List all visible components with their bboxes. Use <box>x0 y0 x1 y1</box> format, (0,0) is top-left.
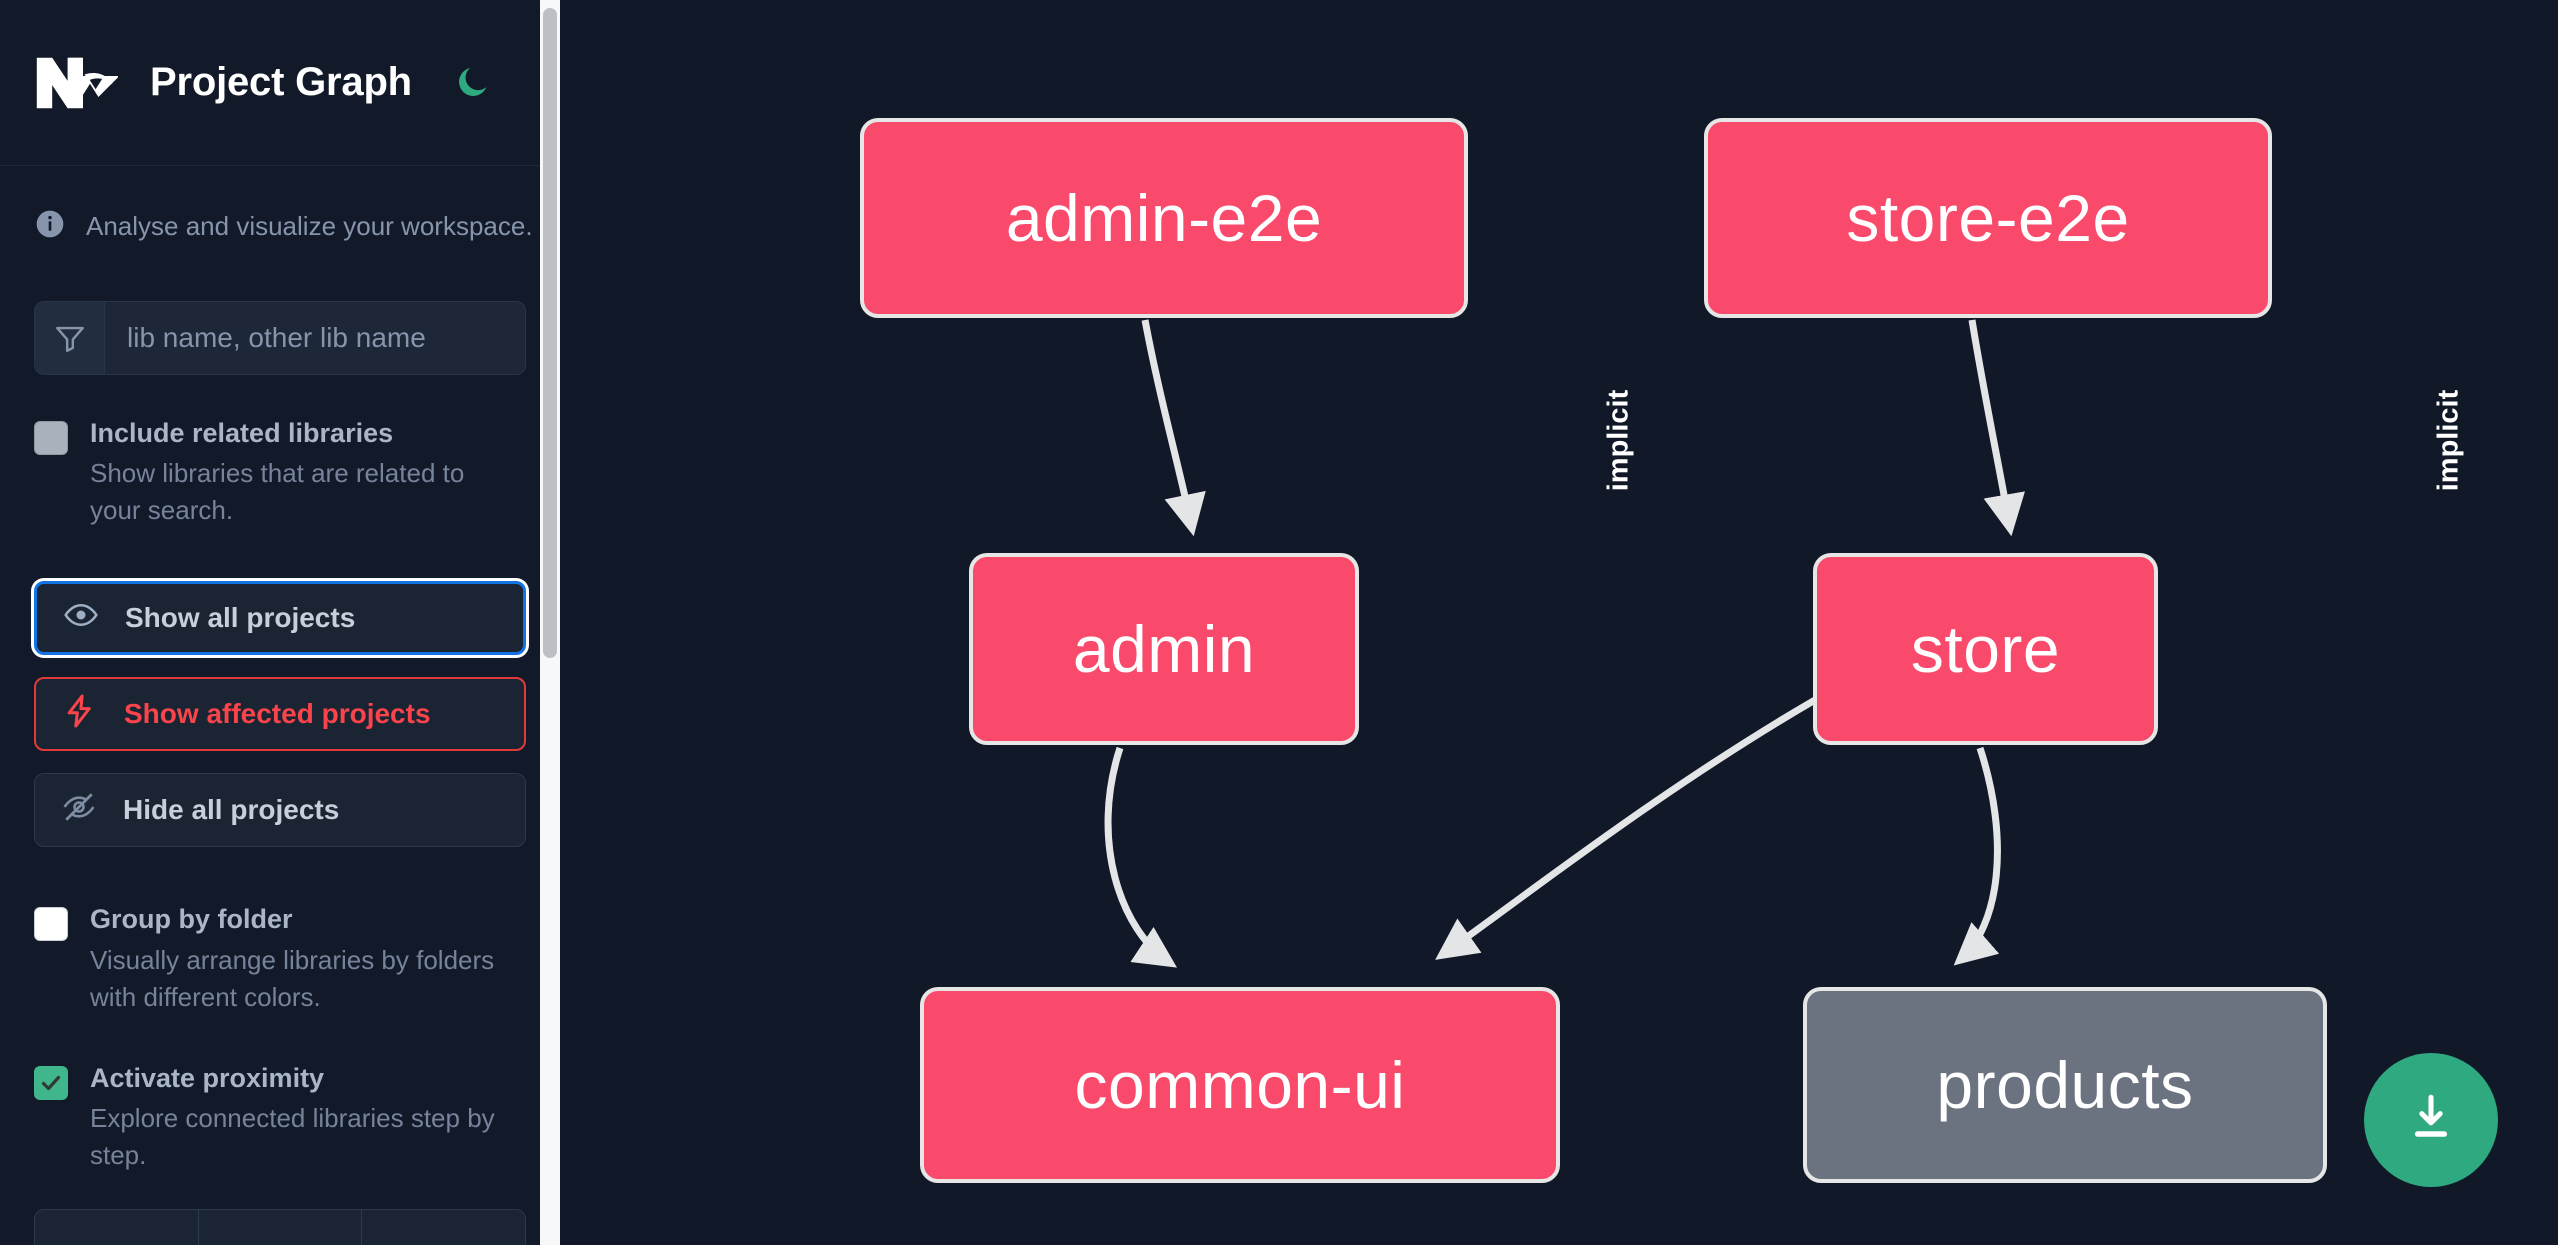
graph-node-admin[interactable]: admin <box>969 553 1359 745</box>
activate-proximity-checkbox[interactable] <box>34 1065 68 1100</box>
hide-all-projects-label: Hide all projects <box>123 794 340 826</box>
edge-admin-common-ui <box>1104 746 1178 968</box>
graph-node-admin-label: admin <box>1072 612 1256 686</box>
info-icon <box>34 208 66 245</box>
segment-option-3[interactable] <box>362 1210 525 1245</box>
graph-node-common-ui[interactable]: common-ui <box>920 987 1560 1183</box>
edge-store-e2e-store <box>1968 319 2025 537</box>
show-all-projects-label: Show all projects <box>125 602 356 634</box>
hide-all-projects-button[interactable]: Hide all projects <box>34 773 526 848</box>
segment-option-1[interactable] <box>35 1210 199 1245</box>
edge-admin-e2e-admin <box>1141 319 1206 537</box>
checkbox-row-activate-proximity[interactable]: Activate proximity Explore connected lib… <box>0 1060 560 1174</box>
graph-node-store-label: store <box>1910 612 2061 686</box>
download-graph-button[interactable] <box>2364 1053 2498 1187</box>
edge-store-products <box>1953 746 2001 966</box>
graph-node-store[interactable]: store <box>1813 553 2158 745</box>
download-icon <box>2402 1090 2460 1151</box>
edge-label-admin-e2e-admin: implicit <box>1602 389 1635 492</box>
page-title: Project Graph <box>150 60 412 104</box>
moon-icon[interactable] <box>450 60 496 106</box>
include-related-libraries-checkbox[interactable] <box>34 421 68 455</box>
sidebar-header: Project Graph <box>0 0 560 166</box>
eye-off-icon <box>61 789 97 832</box>
sidebar: Project Graph Analyse and visualize your… <box>0 0 560 1245</box>
graph-node-admin-e2e[interactable]: admin-e2e <box>860 118 1468 318</box>
edge-label-store-e2e-store: implicit <box>2432 389 2465 492</box>
sidebar-tagline-text: Analyse and visualize your workspace. <box>86 211 533 241</box>
activate-proximity-description: Explore connected libraries step by step… <box>90 1102 495 1170</box>
graph-node-store-e2e[interactable]: store-e2e <box>1704 118 2272 318</box>
sidebar-scrollbar-thumb[interactable] <box>543 8 557 658</box>
search-input[interactable] <box>105 302 525 374</box>
show-all-projects-button[interactable]: Show all projects <box>34 581 526 656</box>
projects-button-group: Show all projects Show affected projects <box>34 581 526 848</box>
search-field[interactable] <box>34 301 526 375</box>
graph-node-common-ui-label: common-ui <box>1074 1048 1406 1122</box>
checkbox-row-include-related-libraries[interactable]: Include related libraries Show libraries… <box>0 415 560 529</box>
checkbox-row-group-by-folder[interactable]: Group by folder Visually arrange librari… <box>0 901 560 1015</box>
nx-logo-icon <box>34 53 120 113</box>
proximity-segmented-control[interactable] <box>34 1209 526 1245</box>
show-affected-projects-label: Show affected projects <box>124 698 431 730</box>
graph-node-store-e2e-label: store-e2e <box>1846 181 2130 255</box>
group-by-folder-checkbox[interactable] <box>34 907 68 942</box>
group-by-folder-description: Visually arrange libraries by folders wi… <box>90 944 495 1012</box>
show-affected-projects-button[interactable]: Show affected projects <box>34 677 526 752</box>
graph-canvas[interactable]: admin-e2e store-e2e admin store common-u… <box>560 0 2558 1245</box>
bolt-icon <box>62 693 98 736</box>
include-related-libraries-description: Show libraries that are related to your … <box>90 458 465 526</box>
eye-icon <box>63 597 99 640</box>
graph-node-products[interactable]: products <box>1803 987 2327 1183</box>
graph-node-admin-e2e-label: admin-e2e <box>1005 181 1323 255</box>
graph-node-products-label: products <box>1936 1048 2194 1122</box>
graph-edges <box>1104 319 2025 968</box>
group-by-folder-label: Group by folder <box>90 904 293 935</box>
segment-option-2[interactable] <box>199 1210 363 1245</box>
sidebar-scrollbar-track[interactable] <box>540 0 560 1245</box>
edge-store-common-ui <box>1435 696 1817 960</box>
filter-icon <box>35 302 105 374</box>
activate-proximity-label: Activate proximity <box>90 1062 325 1093</box>
sidebar-tagline: Analyse and visualize your workspace. <box>0 166 560 245</box>
include-related-libraries-label: Include related libraries <box>90 418 394 448</box>
